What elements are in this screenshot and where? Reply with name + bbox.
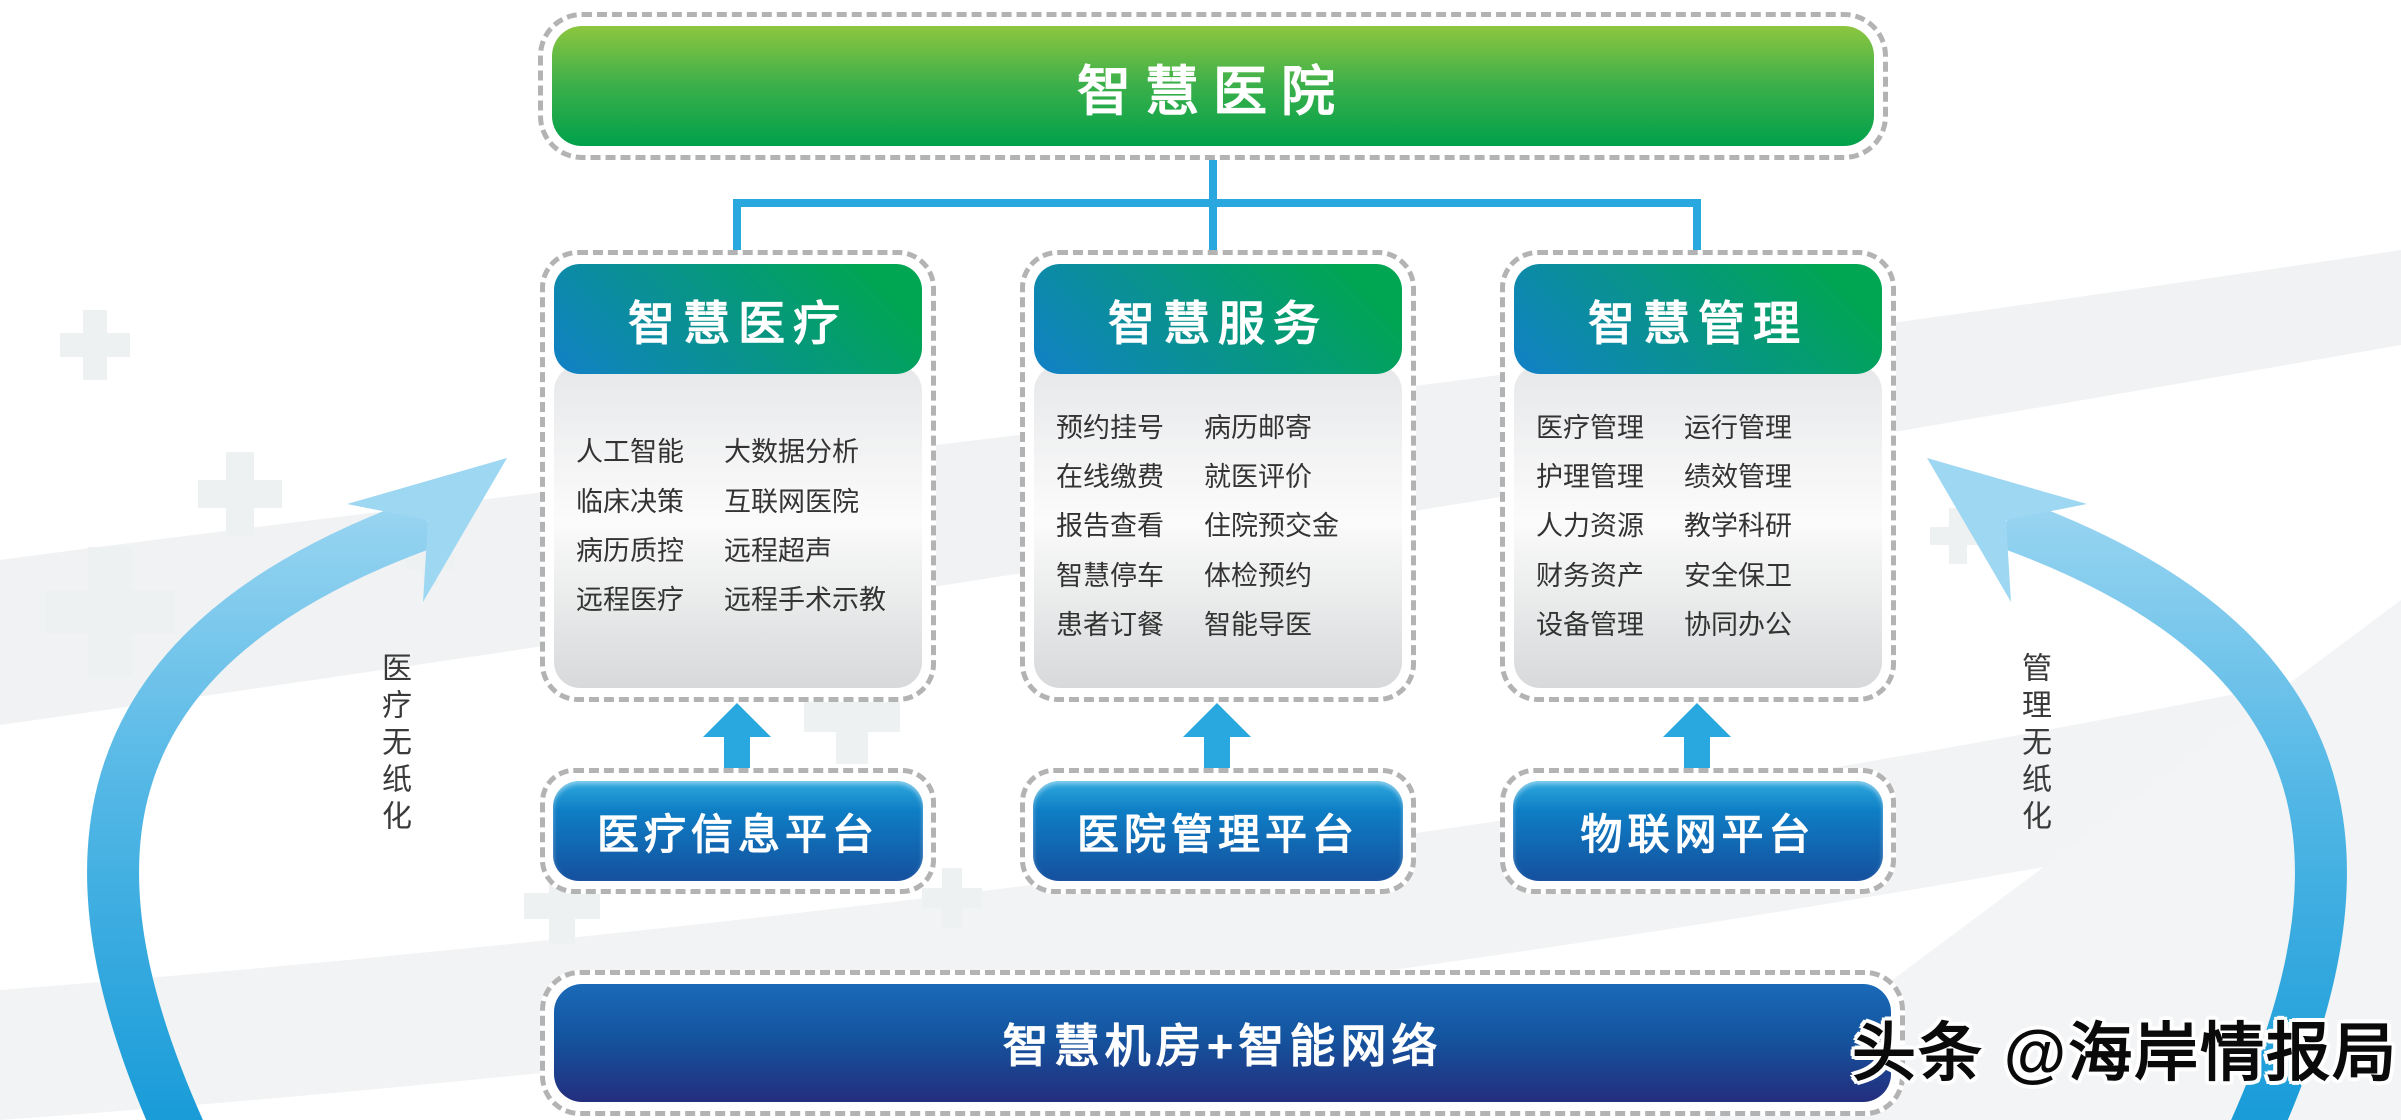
card-smart-medical-panel: 人工智能 临床决策 病历质控 远程医疗 大数据分析 互联网医院 远程超声 远程手… [554,365,922,688]
feature-list-left: 预约挂号 在线缴费 报告查看 智慧停车 患者订餐 [1056,412,1192,641]
platform-iot: 物联网平台 [1500,768,1896,894]
feature-item: 病历质控 [576,536,684,566]
feature-item: 护理管理 [1536,461,1644,492]
up-arrow-center [1183,703,1251,768]
card-title: 智慧管理 [1588,296,1808,350]
feature-item: 财务资产 [1536,560,1644,591]
feature-item: 设备管理 [1536,610,1644,641]
feature-item: 报告查看 [1056,511,1164,542]
feature-item: 远程手术示教 [724,585,886,616]
card-smart-service: 智慧服务 预约挂号 在线缴费 报告查看 智慧停车 患者订餐 病历邮寄 就医评价 … [1020,250,1416,702]
platform-label: 医疗信息平台 [596,810,879,858]
feature-item: 大数据分析 [724,437,859,468]
left-curved-arrow-head [347,458,507,602]
card-smart-management-panel: 医疗管理 护理管理 人力资源 财务资产 设备管理 运行管理 绩效管理 教学科研 … [1514,365,1882,688]
card-smart-medical-header: 智慧医疗 [554,264,922,374]
card-smart-medical: 智慧医疗 人工智能 临床决策 病历质控 远程医疗 大数据分析 互联网医院 远程超… [540,250,936,702]
feature-list-right: 运行管理 绩效管理 教学科研 安全保卫 协同办公 [1684,412,1792,641]
card-smart-management: 智慧管理 医疗管理 护理管理 人力资源 财务资产 设备管理 运行管理 绩效管理 … [1500,250,1896,702]
feature-item: 远程超声 [724,536,832,566]
feature-list-left: 医疗管理 护理管理 人力资源 财务资产 设备管理 [1536,412,1672,641]
feature-item: 运行管理 [1684,412,1792,443]
card-smart-service-panel: 预约挂号 在线缴费 报告查看 智慧停车 患者订餐 病历邮寄 就医评价 住院预交金… [1034,365,1402,688]
infrastructure-label: 智慧机房+智能网络 [1002,1020,1443,1072]
platform-medical-info: 医疗信息平台 [540,768,936,894]
feature-item: 患者订餐 [1056,610,1164,641]
infrastructure-bar: 智慧机房+智能网络 [540,970,1905,1116]
feature-item: 在线缴费 [1056,461,1164,492]
feature-item: 协同办公 [1684,610,1792,641]
card-title: 智慧服务 [1108,296,1328,350]
up-arrow-left [703,703,771,768]
platform-hospital-management: 医院管理平台 [1020,768,1416,894]
feature-item: 互联网医院 [724,486,859,517]
feature-item: 安全保卫 [1684,560,1792,591]
feature-list-right: 大数据分析 互联网医院 远程超声 远程手术示教 [724,437,886,616]
root-box-inner: 智慧医院 [552,26,1874,146]
feature-list-left: 人工智能 临床决策 病历质控 远程医疗 [576,437,712,616]
feature-item: 人工智能 [576,437,684,468]
root-box: 智慧医院 [538,12,1888,160]
feature-list-right: 病历邮寄 就医评价 住院预交金 体检预约 智能导医 [1204,412,1339,641]
left-arrow-label: 医疗无纸化 [377,652,410,837]
feature-item: 预约挂号 [1056,412,1164,443]
right-curved-arrow-head [1927,458,2087,602]
feature-item: 智能导医 [1204,610,1312,641]
feature-item: 智慧停车 [1056,560,1164,591]
feature-item: 人力资源 [1536,511,1644,542]
root-title: 智慧医院 [1077,61,1349,122]
watermark-text: 头条 @海岸情报局 [1852,1017,2399,1089]
platform-medical-info-inner: 医疗信息平台 [553,781,923,881]
card-title: 智慧医疗 [628,296,848,350]
right-curved-arrow-shaft [1997,497,2347,1120]
feature-item: 体检预约 [1204,560,1312,591]
platform-label: 医院管理平台 [1076,810,1359,858]
card-smart-management-header: 智慧管理 [1514,264,1882,374]
feature-item: 教学科研 [1684,511,1792,542]
feature-item: 就医评价 [1204,461,1312,492]
left-curved-arrow-shaft [87,497,437,1120]
feature-item: 远程医疗 [576,585,684,616]
feature-item: 临床决策 [576,486,684,517]
platform-label: 物联网平台 [1580,810,1816,858]
feature-item: 绩效管理 [1684,461,1792,492]
platform-hospital-management-inner: 医院管理平台 [1033,781,1403,881]
feature-item: 住院预交金 [1204,511,1339,542]
up-arrow-right [1663,703,1731,768]
infrastructure-bar-inner: 智慧机房+智能网络 [554,984,1891,1102]
card-smart-service-header: 智慧服务 [1034,264,1402,374]
feature-item: 病历邮寄 [1204,412,1312,443]
platform-iot-inner: 物联网平台 [1513,781,1883,881]
feature-item: 医疗管理 [1536,412,1644,443]
up-arrows [703,703,1731,768]
right-arrow-label: 管理无纸化 [2017,652,2050,837]
